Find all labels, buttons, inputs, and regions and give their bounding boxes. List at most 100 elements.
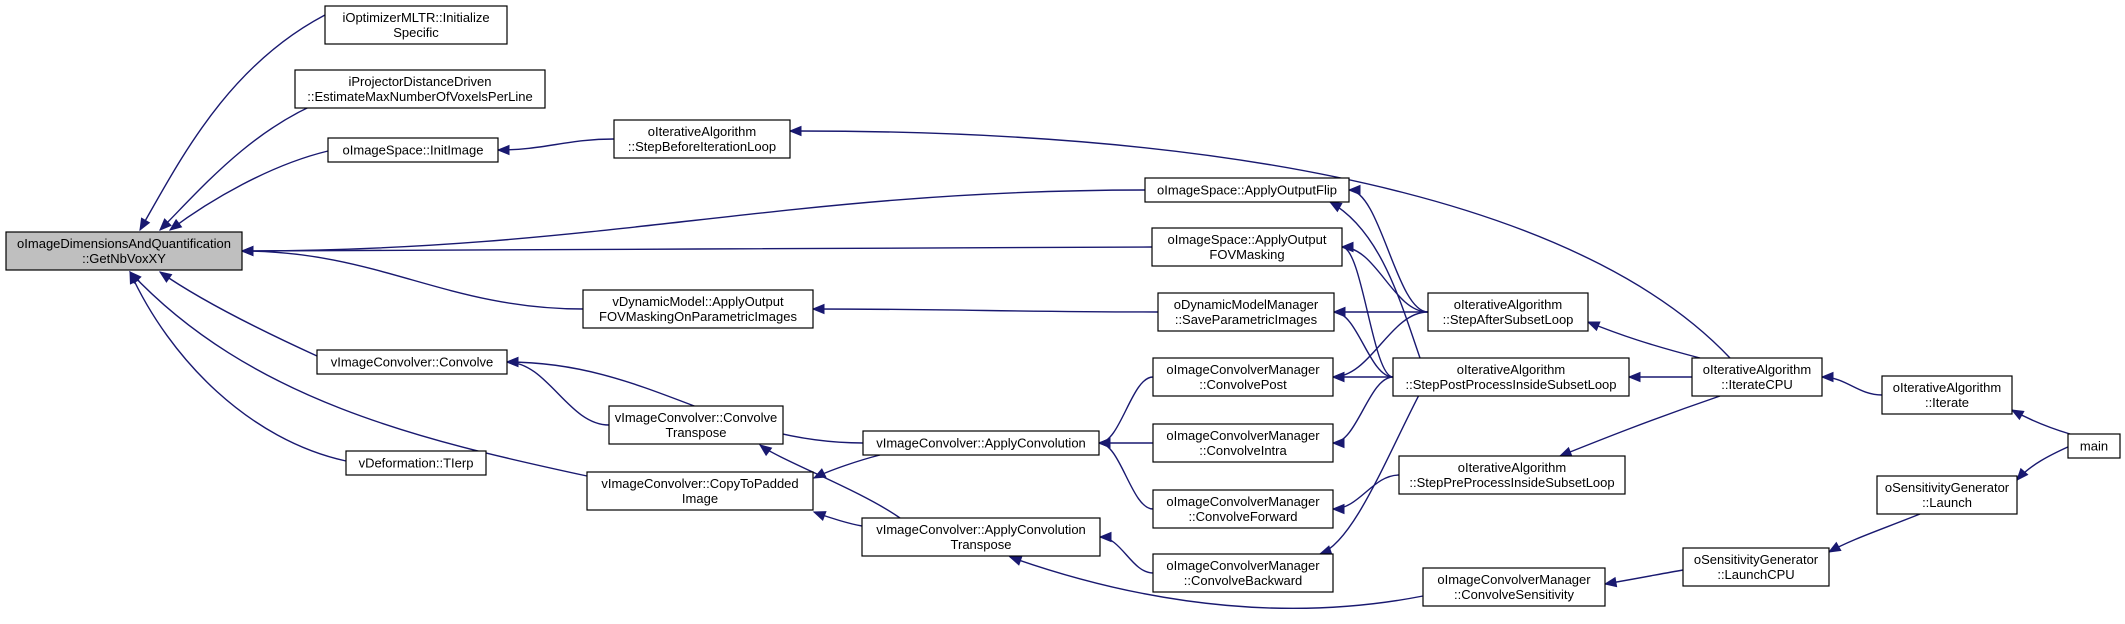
arrowhead-itercpu-to-stepbefore <box>788 125 802 137</box>
arrowhead-itercpu-to-afterss <box>1586 321 1601 332</box>
node-label: vImageConvolver::ApplyConvolution <box>876 436 1086 451</box>
node-flip[interactable]: oImageSpace::ApplyOutputFlip <box>1144 177 1350 203</box>
node-senslaunch[interactable]: oSensitivityGenerator::Launch <box>1876 475 2018 515</box>
node-label: oIterativeAlgorithm <box>648 124 756 139</box>
node-label: oIterativeAlgorithm <box>1454 297 1562 312</box>
node-box <box>1151 227 1343 267</box>
node-convolve[interactable]: vImageConvolver::Convolve <box>316 349 508 375</box>
edge-postproc-to-flip <box>1329 201 1421 359</box>
edge-convolve-to-getnb <box>159 271 318 357</box>
edge-initimg-to-getnb <box>169 150 329 231</box>
node-vdynfov[interactable]: vDynamicModel::ApplyOutputFOVMaskingOnPa… <box>582 289 814 329</box>
node-box <box>1691 357 1823 397</box>
node-box <box>862 430 1100 456</box>
arrowhead-senslaunchcpu-to-convsens <box>1603 576 1618 588</box>
node-label: ::IterateCPU <box>1721 377 1793 392</box>
arrowhead-vdynfov-to-getnb <box>240 245 254 257</box>
node-label: ::StepPreProcessInsideSubsetLoop <box>1409 475 1614 490</box>
node-label: ::ConvolveForward <box>1188 509 1297 524</box>
node-label: FOVMaskingOnParametricImages <box>599 309 797 324</box>
node-label: vImageConvolver::Convolve <box>331 355 494 370</box>
node-label: oImageSpace::InitImage <box>343 143 484 158</box>
node-label: oImageDimensionsAndQuantification <box>17 236 231 251</box>
edge-itercpu-to-preproc <box>1559 395 1721 457</box>
arrowhead-iterate-to-itercpu <box>1820 371 1834 383</box>
node-applyconvt[interactable]: vImageConvolver::ApplyConvolutionTranspo… <box>861 517 1101 557</box>
node-box <box>586 471 814 511</box>
node-box <box>324 5 508 45</box>
node-label: ::LaunchCPU <box>1717 567 1794 582</box>
node-box <box>316 349 508 375</box>
arrowhead-initimg-to-getnb <box>168 218 183 231</box>
node-box <box>1152 423 1334 463</box>
node-label: oImageConvolverManager <box>1166 494 1320 509</box>
node-afterss[interactable]: oIterativeAlgorithm::StepAfterSubsetLoop <box>1427 292 1589 332</box>
edge-stepbefore-to-initimg <box>497 138 615 151</box>
node-label: oImageConvolverManager <box>1166 362 1320 377</box>
node-convintra[interactable]: oImageConvolverManager::ConvolveIntra <box>1152 423 1334 463</box>
node-label: oSensitivityGenerator <box>1885 480 2010 495</box>
node-label: iOptimizerMLTR::Initialize <box>342 10 489 25</box>
node-box <box>1398 455 1626 495</box>
node-initimg[interactable]: oImageSpace::InitImage <box>327 137 499 163</box>
node-label: ::GetNbVoxXY <box>82 251 166 266</box>
node-label: vDeformation::TIerp <box>359 456 474 471</box>
node-applyconv[interactable]: vImageConvolver::ApplyConvolution <box>862 430 1100 456</box>
node-label: oIterativeAlgorithm <box>1893 380 2001 395</box>
arrowhead-postproc-to-fovmask <box>1340 241 1354 253</box>
node-stepbefore[interactable]: oIterativeAlgorithm::StepBeforeIteration… <box>613 119 791 159</box>
node-dynsave[interactable]: oDynamicModelManager::SaveParametricImag… <box>1157 292 1335 332</box>
arrowhead-dynsave-to-vdynfov <box>811 303 825 315</box>
edge-flip-to-getnb <box>241 189 1146 252</box>
edge-convtrans-to-convolve <box>506 361 610 426</box>
edge-optmltr-to-getnb <box>139 9 336 231</box>
node-box <box>1152 489 1334 529</box>
node-convbwd[interactable]: oImageConvolverManager::ConvolveBackward <box>1152 553 1334 593</box>
edge-itercpu-to-afterss <box>1587 321 1701 359</box>
arrowhead-applyconv-to-copypad <box>812 468 827 479</box>
node-box <box>1427 292 1589 332</box>
node-label: ::Launch <box>1922 495 1972 510</box>
edge-convsens-to-applyconvt <box>1009 556 1424 610</box>
node-box <box>327 137 499 163</box>
node-convsens[interactable]: oImageConvolverManager::ConvolveSensitiv… <box>1422 567 1606 607</box>
node-convpost[interactable]: oImageConvolverManager::ConvolvePost <box>1152 357 1334 397</box>
node-box <box>1152 357 1334 397</box>
arrowhead-stepbefore-to-initimg <box>496 144 510 156</box>
node-getnb[interactable]: oImageDimensionsAndQuantification::GetNb… <box>5 231 243 271</box>
node-label: ::SaveParametricImages <box>1175 312 1318 327</box>
node-senslaunchcpu[interactable]: oSensitivityGenerator::LaunchCPU <box>1682 547 1830 587</box>
node-label: oImageSpace::ApplyOutput <box>1168 232 1327 247</box>
node-projdd[interactable]: iProjectorDistanceDriven::EstimateMaxNum… <box>294 69 546 109</box>
node-iterate[interactable]: oIterativeAlgorithm::Iterate <box>1881 375 2013 415</box>
arrowhead-convbwd-to-applyconvt <box>1098 531 1112 543</box>
node-label: vImageConvolver::Convolve <box>615 410 778 425</box>
node-main[interactable]: main <box>2067 433 2121 459</box>
node-postproc[interactable]: oIterativeAlgorithm::StepPostProcessInsi… <box>1392 357 1630 397</box>
node-itercpu[interactable]: oIterativeAlgorithm::IterateCPU <box>1691 357 1823 397</box>
arrowhead-main-to-iterate <box>2010 409 2025 421</box>
node-label: oImageConvolverManager <box>1166 428 1320 443</box>
edge-senslaunchcpu-to-convsens <box>1604 569 1684 585</box>
edge-projdd-to-getnb <box>159 99 326 231</box>
node-label: Transpose <box>666 425 727 440</box>
node-box <box>608 405 784 445</box>
node-label: oIterativeAlgorithm <box>1703 362 1811 377</box>
node-convfwd[interactable]: oImageConvolverManager::ConvolveForward <box>1152 489 1334 529</box>
arrowhead-convsens-to-applyconvt <box>1008 555 1023 566</box>
node-tierp[interactable]: vDeformation::TIerp <box>345 450 487 476</box>
arrowhead-optmltr-to-getnb <box>139 217 151 232</box>
edge-copypad-to-getnb <box>129 271 588 477</box>
node-label: vImageConvolver::ApplyConvolution <box>876 522 1086 537</box>
arrowhead-main-to-senslaunch <box>2016 467 2029 481</box>
node-label: ::StepPostProcessInsideSubsetLoop <box>1405 377 1616 392</box>
arrowhead-postproc-to-convpost <box>1331 371 1345 383</box>
node-preproc[interactable]: oIterativeAlgorithm::StepPreProcessInsid… <box>1398 455 1626 495</box>
node-box <box>5 231 243 271</box>
node-label: vImageConvolver::CopyToPadded <box>601 476 798 491</box>
edge-dynsave-to-vdynfov <box>812 308 1159 313</box>
